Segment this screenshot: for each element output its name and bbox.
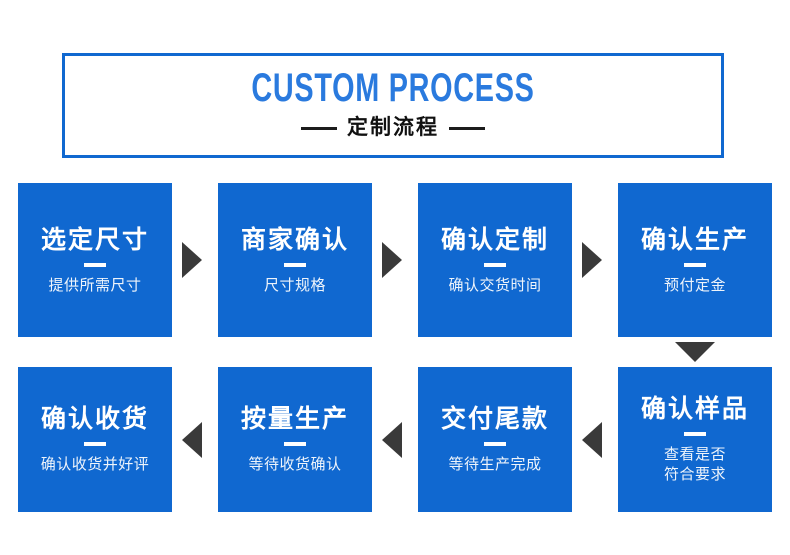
subtitle-rule-right xyxy=(449,126,485,130)
step-card-7-desc: 等待收货确认 xyxy=(248,456,342,473)
step-card-7-divider xyxy=(284,442,306,446)
step-card-4-desc: 预付定金 xyxy=(663,276,726,294)
step-card-5-divider xyxy=(684,432,706,436)
step-card-8-title: 确认收货 xyxy=(40,405,149,433)
step-card-8[interactable]: 确认收货 确认收货并好评 xyxy=(18,367,172,512)
arrow-right-icon xyxy=(182,242,202,278)
step-card-5-desc: 查看是否 符合要求 xyxy=(663,446,726,483)
arrow-right-icon xyxy=(582,242,602,278)
step-card-6-title: 交付尾款 xyxy=(440,405,549,433)
arrow-left-icon xyxy=(182,422,202,458)
arrow-right-icon xyxy=(382,242,402,278)
step-card-2[interactable]: 商家确认 尺寸规格 xyxy=(218,183,372,337)
step-card-8-divider xyxy=(84,442,106,446)
step-card-1-title: 选定尺寸 xyxy=(40,225,149,254)
step-card-3-desc: 确认交货时间 xyxy=(448,276,542,294)
step-card-6-desc: 等待生产完成 xyxy=(448,456,542,473)
step-card-2-title: 商家确认 xyxy=(240,225,349,254)
step-card-6-divider xyxy=(484,442,506,446)
step-card-2-divider xyxy=(284,262,306,267)
step-card-6[interactable]: 交付尾款 等待生产完成 xyxy=(418,367,572,512)
step-card-5-title: 确认样品 xyxy=(640,395,749,423)
header-subtitle-row: 定制流程 xyxy=(65,116,721,140)
step-card-1-desc: 提供所需尺寸 xyxy=(48,276,142,294)
subtitle-rule-left xyxy=(301,126,337,130)
step-card-7[interactable]: 按量生产 等待收货确认 xyxy=(218,367,372,512)
arrow-down-icon xyxy=(675,342,715,362)
step-card-3-title: 确认定制 xyxy=(440,225,549,254)
step-card-4-divider xyxy=(684,262,706,267)
step-card-1-divider xyxy=(84,262,106,267)
step-card-5[interactable]: 确认样品 查看是否 符合要求 xyxy=(618,367,772,512)
step-card-2-desc: 尺寸规格 xyxy=(263,276,326,294)
header-banner: CUSTOM PROCESS 定制流程 xyxy=(62,53,724,158)
step-card-7-title: 按量生产 xyxy=(240,405,349,433)
step-card-3-divider xyxy=(484,262,506,267)
arrow-left-icon xyxy=(582,422,602,458)
step-card-4[interactable]: 确认生产 预付定金 xyxy=(618,183,772,337)
page-subtitle: 定制流程 xyxy=(347,116,439,139)
arrow-left-icon xyxy=(382,422,402,458)
step-card-4-title: 确认生产 xyxy=(640,225,749,254)
step-card-3[interactable]: 确认定制 确认交货时间 xyxy=(418,183,572,337)
step-card-8-desc: 确认收货并好评 xyxy=(40,456,150,473)
step-card-1[interactable]: 选定尺寸 提供所需尺寸 xyxy=(18,183,172,337)
page-title: CUSTOM PROCESS xyxy=(251,66,535,110)
